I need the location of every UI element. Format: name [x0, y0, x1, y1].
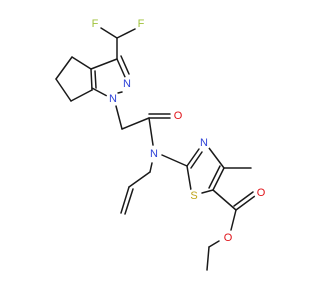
atom-o-ester: O	[221, 231, 235, 245]
bond-c7a-c3a-double	[94, 70, 97, 89]
atom-f2-label: F	[138, 18, 145, 30]
bond-c2-n3	[186, 148, 200, 167]
bond-co-n	[148, 117, 154, 146]
bond-allyl1-allyl2	[128, 171, 151, 188]
bond-ch2-co	[121, 117, 150, 130]
bond-c4-c5	[212, 167, 225, 191]
bonds	[55, 27, 256, 271]
bond-c3-n2	[116, 58, 126, 78]
atom-o-carbonyl-label: O	[257, 187, 266, 199]
atom-o-amide: O	[171, 109, 185, 123]
atom-n2-label: N	[123, 78, 131, 90]
bond-c3-n2-double	[120, 55, 130, 75]
bond-allyl2-allyl3-double	[124, 188, 134, 215]
bond-ester-o-single	[230, 209, 237, 231]
bond-n-c2	[161, 154, 188, 167]
bond-allyl2-allyl3	[120, 186, 130, 214]
bond-c2-n3-double	[190, 151, 203, 169]
bond-c3a-c4	[71, 56, 92, 70]
bond-c7a-c3a	[90, 68, 93, 91]
bond-n1-c7a	[91, 87, 108, 97]
bond-cf1	[100, 27, 118, 39]
bond-c6-c7a	[70, 89, 93, 102]
atom-n-thiazole: N	[197, 136, 211, 150]
bond-n1-ch2	[115, 105, 123, 130]
atom-n-amide: N	[147, 147, 161, 161]
bond-cf2	[116, 28, 136, 39]
bond-ester-o-double-1	[235, 195, 256, 211]
atom-f1-label: F	[92, 18, 99, 30]
atom-n1-label: N	[109, 93, 117, 105]
bond-c5-ester	[212, 189, 237, 211]
bond-c3-c3a	[90, 58, 118, 70]
bond-o-ch2	[208, 240, 220, 248]
bond-c5-c6	[55, 78, 72, 102]
bond-ester-o-double-2	[233, 191, 254, 207]
atom-o-ester-label: O	[224, 232, 233, 244]
atom-o-amide-label: O	[174, 110, 183, 122]
bond-n2-n1	[117, 91, 123, 94]
bond-c4-c5-double	[208, 165, 221, 189]
bond-c4-c5	[55, 56, 73, 80]
atom-s-thiazole: S	[187, 189, 201, 203]
atom-f2: F	[135, 18, 147, 30]
atom-n1: N	[106, 92, 120, 106]
atom-n-amide-label: N	[150, 148, 158, 160]
atom-o-carbonyl: O	[254, 186, 268, 200]
atom-s-thiazole-label: S	[190, 190, 197, 202]
bond-ethyl-ch2-ch3	[206, 246, 210, 271]
atom-labels: F F N N O N N S	[89, 18, 268, 245]
atom-n-thiazole-label: N	[200, 137, 208, 149]
atom-f1: F	[89, 18, 101, 30]
bond-s1-c2	[186, 165, 192, 191]
bond-c5-s1	[201, 189, 214, 194]
bond-n-allyl1	[149, 162, 153, 173]
atom-n2: N	[120, 77, 134, 91]
bond-n3-c4	[208, 147, 225, 169]
molecule-diagram: F F N N O N N S	[55, 18, 268, 271]
